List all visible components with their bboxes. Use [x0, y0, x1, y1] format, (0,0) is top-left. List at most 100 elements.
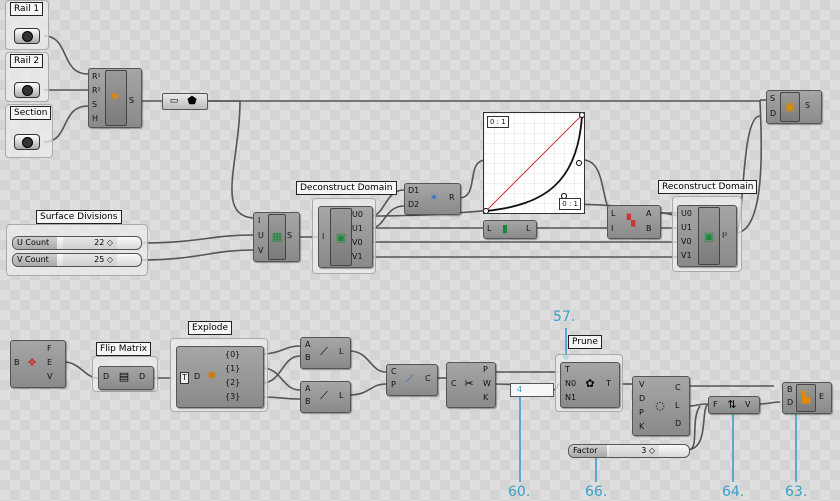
sweep-port-h[interactable]: H	[92, 114, 99, 123]
cp-out-c[interactable]: C	[675, 383, 681, 392]
bde-port-b[interactable]: B	[787, 385, 793, 394]
surf-port-u[interactable]: U	[258, 231, 264, 240]
curve-component[interactable]: C P ⟋ C	[386, 364, 438, 396]
dd-out-v1[interactable]: V1	[352, 252, 363, 261]
prune-out-t[interactable]: T	[606, 379, 611, 388]
fv-out-v[interactable]: V	[745, 400, 751, 409]
dd-out-u0[interactable]: U0	[352, 210, 363, 219]
rd-port-u1[interactable]: U1	[681, 223, 692, 232]
exp-out-f[interactable]: F	[47, 344, 52, 353]
cp-out-d[interactable]: D	[675, 419, 682, 428]
l-box-component[interactable]: L ▮ L	[483, 220, 537, 239]
pc-port-c[interactable]: C	[391, 367, 397, 376]
sweep-port-r1[interactable]: R¹	[92, 72, 101, 81]
grad-port-d1[interactable]: D1	[408, 186, 420, 195]
bde-out-e[interactable]: E	[819, 392, 825, 401]
sweep-out-s[interactable]: S	[129, 96, 135, 105]
surface-domain-component[interactable]: S D ▣ S	[766, 90, 822, 124]
surf-out-s[interactable]: S	[287, 231, 293, 240]
ab-out-a[interactable]: A	[646, 209, 652, 218]
lbox-port-l[interactable]: L	[487, 224, 492, 233]
brep-param[interactable]: ▭ ⬟	[162, 93, 208, 110]
cp-port-k[interactable]: K	[639, 422, 645, 431]
factor-slider[interactable]: Factor 3 ◇	[568, 444, 690, 458]
sweep-port-r2[interactable]: R²	[92, 86, 101, 95]
cp-port-v[interactable]: V	[639, 380, 645, 389]
explode-tree-component[interactable]: T D ✺ {0} {1} {2} {3}	[176, 346, 264, 408]
line2-port-a[interactable]: A	[305, 384, 311, 393]
grad-out-r[interactable]: R	[449, 193, 455, 202]
rd-port-v1[interactable]: V1	[681, 251, 692, 260]
curve-explode-component[interactable]: C ✂ P W K	[446, 362, 496, 408]
explode-out-3[interactable]: {3}	[225, 392, 241, 401]
cp-port-d[interactable]: D	[639, 394, 646, 403]
fv-port-f[interactable]: F	[713, 400, 718, 409]
flip-curve-component[interactable]: F ⇅ V	[708, 396, 760, 414]
gradient-component[interactable]: D1 D2 ✶ R	[404, 183, 461, 215]
line-component-2[interactable]: A B ⟋ L	[300, 381, 351, 413]
bde-port-d[interactable]: D	[787, 398, 794, 407]
flip-matrix-component[interactable]: D ▤ D	[98, 366, 154, 390]
graph-mapper[interactable]: 0 : 1 0 : 1	[483, 112, 585, 214]
lbox-out-l[interactable]: L	[526, 224, 531, 233]
number-panel[interactable]: 4	[510, 383, 554, 397]
explode-out-0[interactable]: {0}	[225, 350, 241, 359]
prune-port-n1[interactable]: N1	[565, 393, 577, 402]
pc-port-p[interactable]: P	[391, 380, 396, 389]
line-component-1[interactable]: A B ⟋ L	[300, 337, 351, 369]
rail2-param-icon[interactable]	[14, 82, 40, 98]
explode-port-d[interactable]: D	[194, 372, 201, 381]
ab-port-l[interactable]: L	[611, 209, 616, 218]
surf-port-i[interactable]: I	[258, 216, 261, 225]
line2-out-l[interactable]: L	[339, 391, 344, 400]
dd-out-v0[interactable]: V0	[352, 238, 363, 247]
reconstruct-domain-component[interactable]: U0 U1 V0 V1 ▣ I²	[677, 205, 737, 267]
cx-out-k[interactable]: K	[483, 393, 489, 402]
sweep2-component[interactable]: R¹ R² S H ⚑ S	[88, 68, 142, 128]
sd-port-d[interactable]: D	[770, 109, 777, 118]
explode-port-t[interactable]: T	[180, 372, 189, 384]
flip-port-d[interactable]: D	[103, 372, 110, 381]
line1-port-a[interactable]: A	[305, 340, 311, 349]
rail1-param-icon[interactable]	[14, 28, 40, 44]
ab-port-i[interactable]: I	[611, 224, 614, 233]
cx-out-w[interactable]: W	[483, 379, 491, 388]
prune-tree-component[interactable]: T N0 N1 ✿ T	[560, 362, 620, 408]
explode-brep-component[interactable]: B ❖ F E V	[10, 340, 66, 388]
interpolate-curve-component[interactable]: V D P K ◌ C L D	[632, 376, 690, 436]
v-count-value[interactable]: 25 ◇	[63, 254, 117, 266]
cx-out-p[interactable]: P	[483, 365, 488, 374]
deconstruct-domain-component[interactable]: I ▣ U0 U1 V0 V1	[318, 206, 373, 268]
dd-out-u1[interactable]: U1	[352, 224, 363, 233]
line1-port-b[interactable]: B	[305, 353, 311, 362]
exp-out-v[interactable]: V	[47, 372, 53, 381]
sd-port-s[interactable]: S	[770, 94, 776, 103]
prune-port-n0[interactable]: N0	[565, 379, 577, 388]
cp-port-p[interactable]: P	[639, 408, 644, 417]
prune-port-t[interactable]: T	[565, 365, 570, 374]
boundary-surface-component[interactable]: B D ▙ E	[782, 382, 832, 414]
v-count-slider[interactable]: V Count 25 ◇	[12, 253, 142, 267]
dd-port-i[interactable]: I	[322, 232, 325, 241]
explode-out-2[interactable]: {2}	[225, 378, 241, 387]
surf-port-v[interactable]: V	[258, 246, 264, 255]
explode-out-1[interactable]: {1}	[225, 364, 241, 373]
rd-out-i2[interactable]: I²	[722, 231, 728, 240]
sweep-port-s[interactable]: S	[92, 100, 98, 109]
u-count-value[interactable]: 22 ◇	[63, 237, 117, 249]
cx-port-c[interactable]: C	[451, 379, 457, 388]
line2-port-b[interactable]: B	[305, 397, 311, 406]
section-param-icon[interactable]	[14, 134, 40, 150]
grad-port-d2[interactable]: D2	[408, 200, 420, 209]
factor-value[interactable]: 3 ◇	[609, 445, 659, 457]
pc-out-c[interactable]: C	[425, 374, 431, 383]
exp-out-e[interactable]: E	[47, 358, 53, 367]
line1-out-l[interactable]: L	[339, 347, 344, 356]
bounds-component[interactable]: L I ▚ A B	[607, 205, 661, 239]
exp-port-b[interactable]: B	[14, 358, 20, 367]
flip-out-d[interactable]: D	[139, 372, 146, 381]
sd-out-s[interactable]: S	[805, 101, 811, 110]
rd-port-v0[interactable]: V0	[681, 237, 692, 246]
u-count-slider[interactable]: U Count 22 ◇	[12, 236, 142, 250]
cp-out-l[interactable]: L	[675, 401, 680, 410]
